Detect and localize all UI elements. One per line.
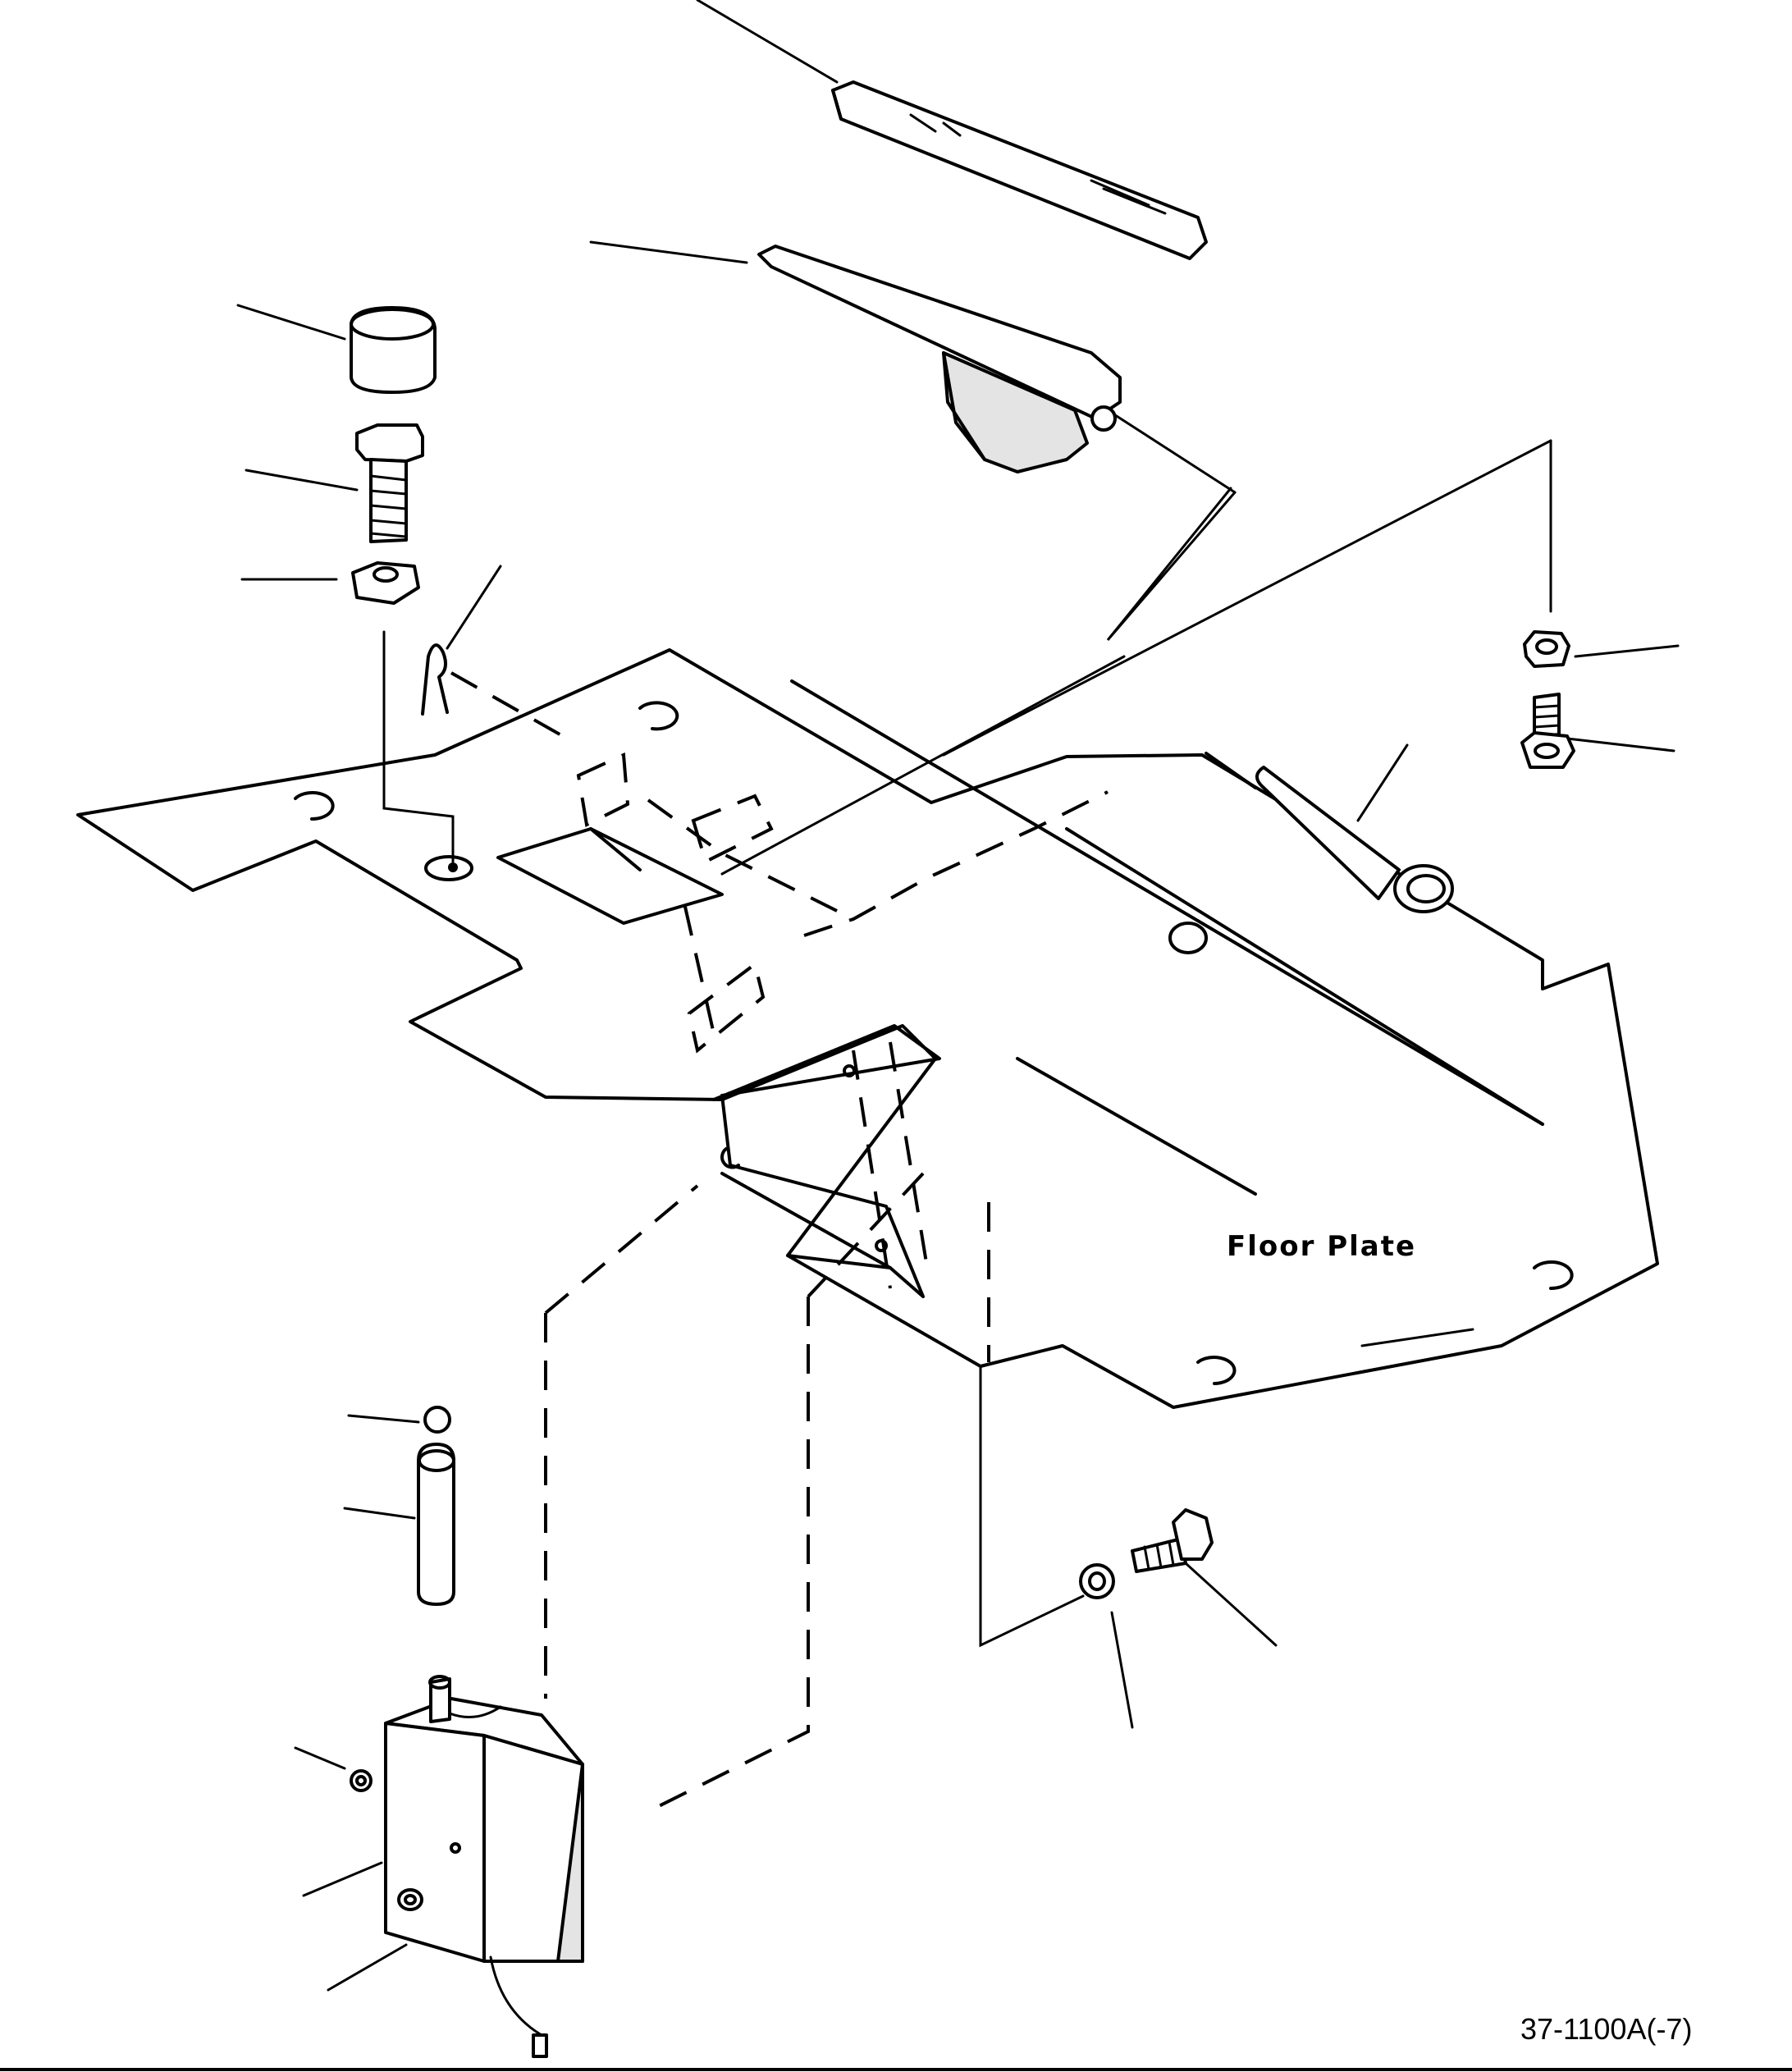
pedal-arm [757,245,1122,473]
floor-plate-label: Floor Plate [1227,1230,1416,1263]
snap-clip [421,643,449,716]
washer-and-bolt-lower [1079,1508,1214,1599]
hidden-lines [450,671,1109,1815]
floor-plate [76,648,1659,1409]
sensor-box [384,1675,584,2058]
nut-and-bolt-right [1520,630,1575,769]
box-nuts [350,1769,423,1911]
ball-and-pin [417,1406,455,1606]
pivot-pin [1255,766,1454,913]
stop-bolt-assembly [350,306,437,605]
sensor-bracket [712,1024,941,1298]
leader-lines [236,0,1680,1992]
figure-number: 37-1100A(-7) [1520,2012,1692,2046]
pedal-pad [831,80,1208,260]
